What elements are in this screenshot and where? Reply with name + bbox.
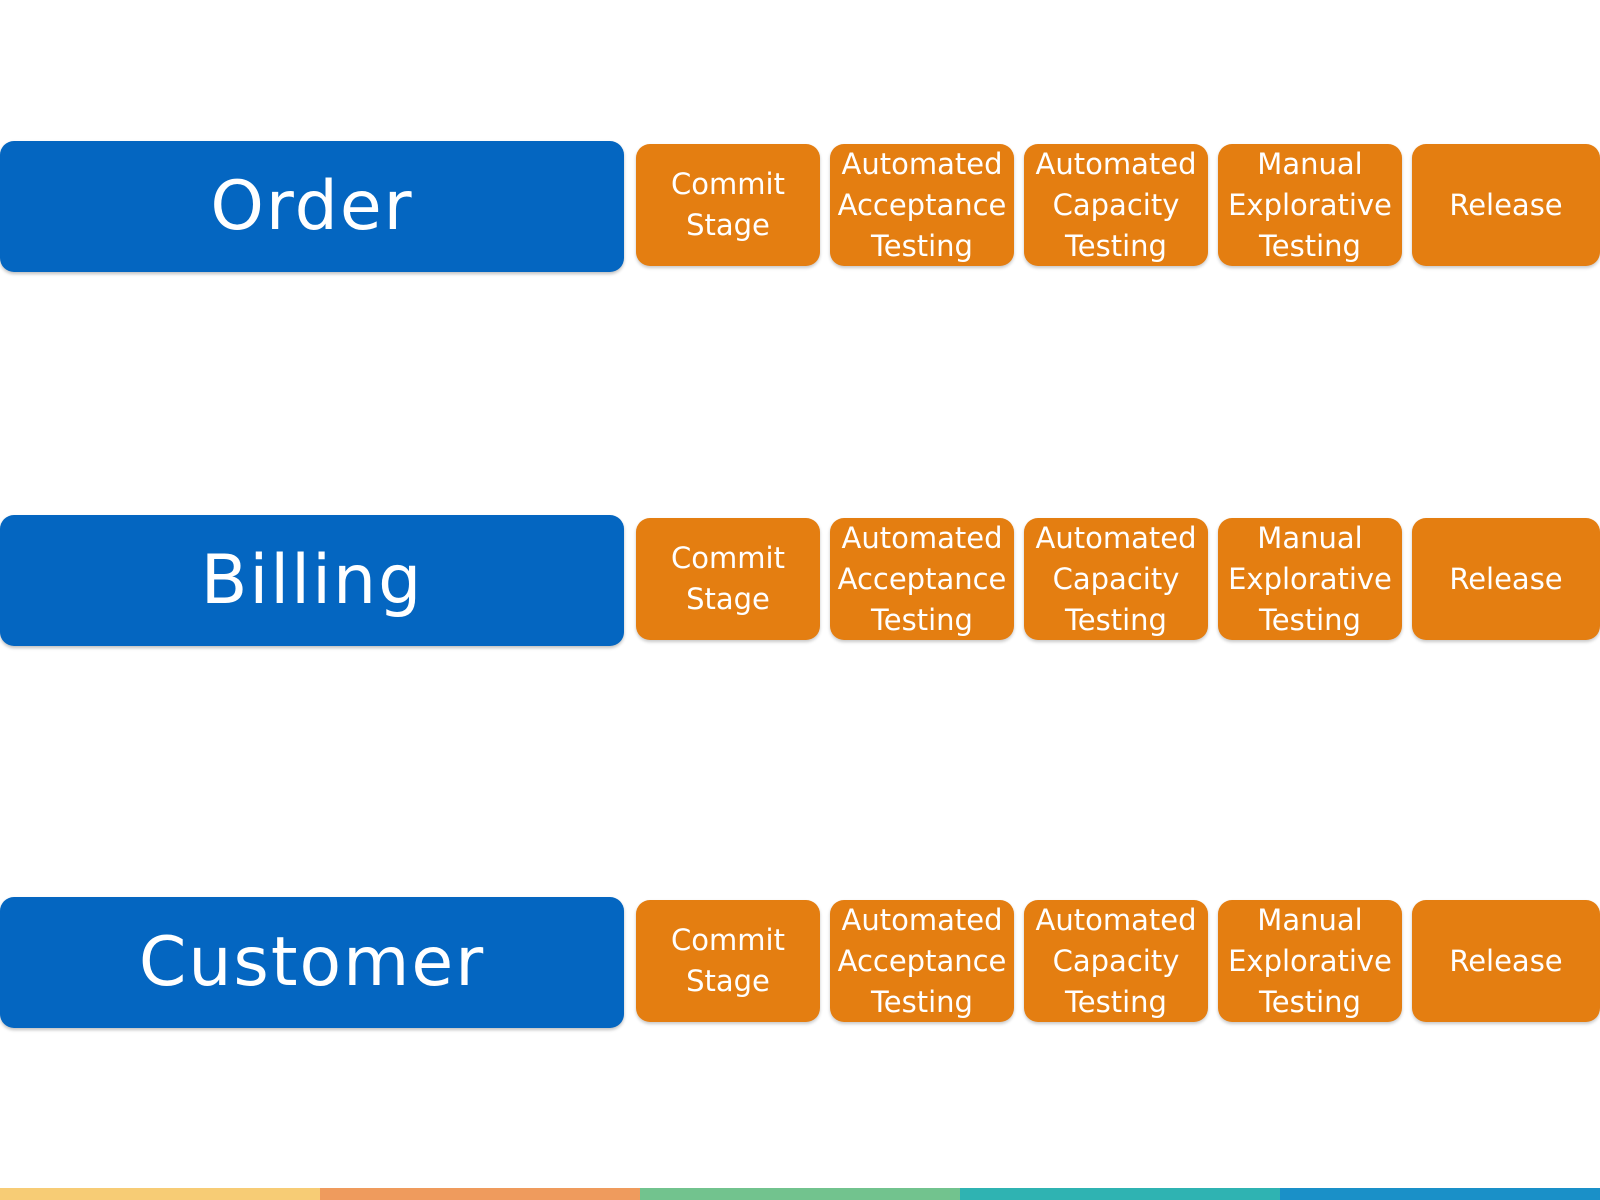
- footer-stripe-yellow: [0, 1188, 320, 1200]
- footer-stripe-blue: [1280, 1188, 1600, 1200]
- stage-automated-capacity-testing: Automated Capacity Testing: [1024, 900, 1208, 1022]
- footer-color-bar: [0, 1188, 1600, 1200]
- stage-release: Release: [1412, 144, 1600, 266]
- stage-commit-stage: Commit Stage: [636, 144, 820, 266]
- pipeline-order: Order Commit Stage Automated Acceptance …: [0, 141, 1600, 275]
- stage-automated-capacity-testing: Automated Capacity Testing: [1024, 144, 1208, 266]
- stage-automated-acceptance-testing: Automated Acceptance Testing: [830, 518, 1014, 640]
- stage-automated-acceptance-testing: Automated Acceptance Testing: [830, 900, 1014, 1022]
- service-box-customer: Customer: [0, 897, 624, 1028]
- stage-automated-acceptance-testing: Automated Acceptance Testing: [830, 144, 1014, 266]
- pipeline-customer: Customer Commit Stage Automated Acceptan…: [0, 897, 1600, 1031]
- stage-release: Release: [1412, 900, 1600, 1022]
- stage-manual-explorative-testing: Manual Explorative Testing: [1218, 900, 1402, 1022]
- stage-commit-stage: Commit Stage: [636, 900, 820, 1022]
- stage-manual-explorative-testing: Manual Explorative Testing: [1218, 518, 1402, 640]
- footer-stripe-green: [640, 1188, 960, 1200]
- service-box-order: Order: [0, 141, 624, 272]
- footer-stripe-teal: [960, 1188, 1280, 1200]
- pipeline-billing: Billing Commit Stage Automated Acceptanc…: [0, 515, 1600, 649]
- stage-commit-stage: Commit Stage: [636, 518, 820, 640]
- stage-automated-capacity-testing: Automated Capacity Testing: [1024, 518, 1208, 640]
- stage-release: Release: [1412, 518, 1600, 640]
- stage-manual-explorative-testing: Manual Explorative Testing: [1218, 144, 1402, 266]
- service-box-billing: Billing: [0, 515, 624, 646]
- footer-stripe-orange: [320, 1188, 640, 1200]
